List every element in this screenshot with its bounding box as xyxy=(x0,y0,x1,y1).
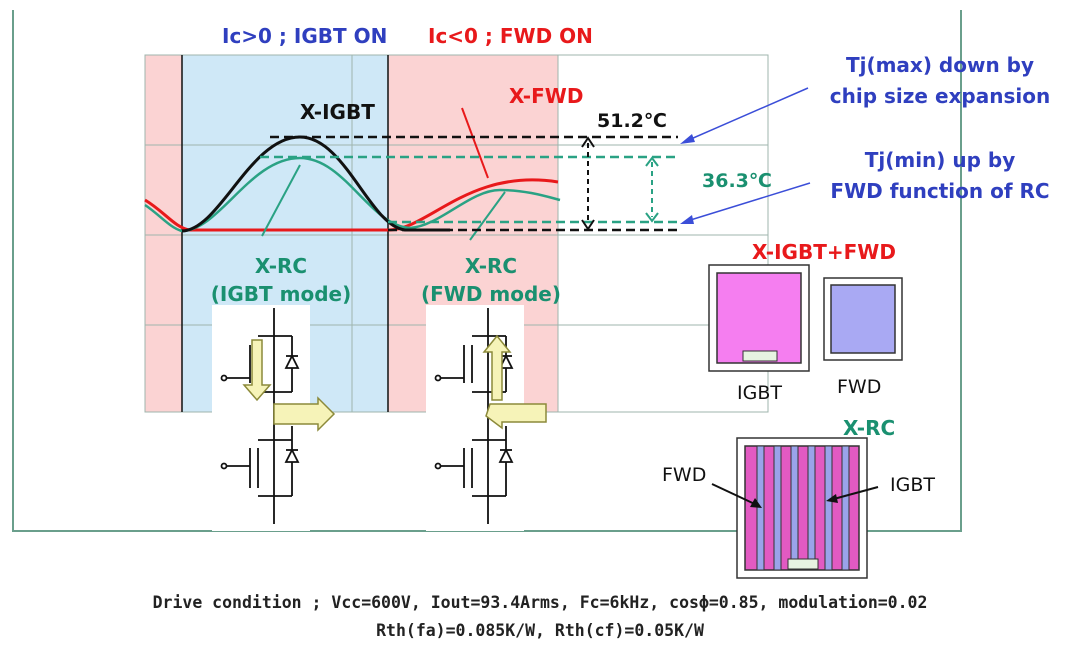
x-rc-igbt-mode-label: X-RC (IGBT mode) xyxy=(196,252,366,308)
x-igbt-fwd-title: X-IGBT+FWD xyxy=(752,240,896,264)
tjmin-note-line2: FWD function of RC xyxy=(830,179,1050,203)
tjmax-pointer-head xyxy=(680,134,695,144)
drive-condition-line1: Drive condition ; Vcc=600V, Iout=93.4Arm… xyxy=(152,593,928,612)
delta-x-value: 51.2℃ xyxy=(597,110,667,132)
x-rc-fwd-line2: (FWD mode) xyxy=(420,282,562,306)
rc-fwd-label: FWD xyxy=(662,464,707,486)
x-igbt-label: X-IGBT xyxy=(300,100,375,124)
tjmax-note-line2: chip size expansion xyxy=(829,84,1051,108)
x-rc-igbt-pointer xyxy=(261,164,301,237)
fwd-chip-label: FWD xyxy=(837,376,882,398)
x-rc-fwd-pointer xyxy=(469,191,506,241)
igbt-on-header: Ic>0 ; IGBT ON xyxy=(222,24,388,48)
x-rc-chip xyxy=(736,437,868,579)
x-rc-title: X-RC xyxy=(843,416,896,440)
igbt-chip-label: IGBT xyxy=(737,382,782,404)
x-fwd-chip xyxy=(823,277,903,361)
tjmax-note: Tj(max) down by chip size expansion xyxy=(812,50,1068,112)
current-arrow-fwd-in xyxy=(485,403,547,430)
delta-x-arrow xyxy=(581,136,595,231)
fwd-region-left xyxy=(145,55,182,412)
tjmax-note-line1: Tj(max) down by xyxy=(845,53,1035,77)
x-rc-fwd-mode-label: X-RC (FWD mode) xyxy=(406,252,576,308)
tjmin-pointer xyxy=(683,182,811,223)
x-fwd-label: X-FWD xyxy=(509,84,584,108)
x-fwd-pointer xyxy=(461,107,489,179)
x-rc-igbt-line1: X-RC xyxy=(254,254,308,278)
tjmax-pointer xyxy=(683,87,809,143)
x-rc-igbt-line2: (IGBT mode) xyxy=(210,282,352,306)
tjmin-note-line1: Tj(min) up by xyxy=(864,148,1016,172)
current-arrow-igbt-out xyxy=(273,396,336,432)
current-arrow-fwd-up xyxy=(482,334,512,401)
fwd-on-header: Ic<0 ; FWD ON xyxy=(428,24,593,48)
tjmin-note: Tj(min) up by FWD function of RC xyxy=(812,145,1068,207)
rc-fwd-pointer xyxy=(711,483,760,507)
x-igbt-chip xyxy=(708,264,810,372)
delta-rc-value: 36.3℃ xyxy=(702,170,772,192)
rc-igbt-label: IGBT xyxy=(890,474,935,496)
x-rc-fwd-line1: X-RC xyxy=(464,254,518,278)
delta-rc-arrow xyxy=(645,156,659,223)
current-arrow-igbt-down xyxy=(242,339,272,402)
drive-condition-line2: Rth(fa)=0.085K/W, Rth(cf)=0.05K/W xyxy=(376,621,704,640)
rc-igbt-pointer xyxy=(829,486,879,501)
tjmin-pointer-head xyxy=(680,215,694,224)
